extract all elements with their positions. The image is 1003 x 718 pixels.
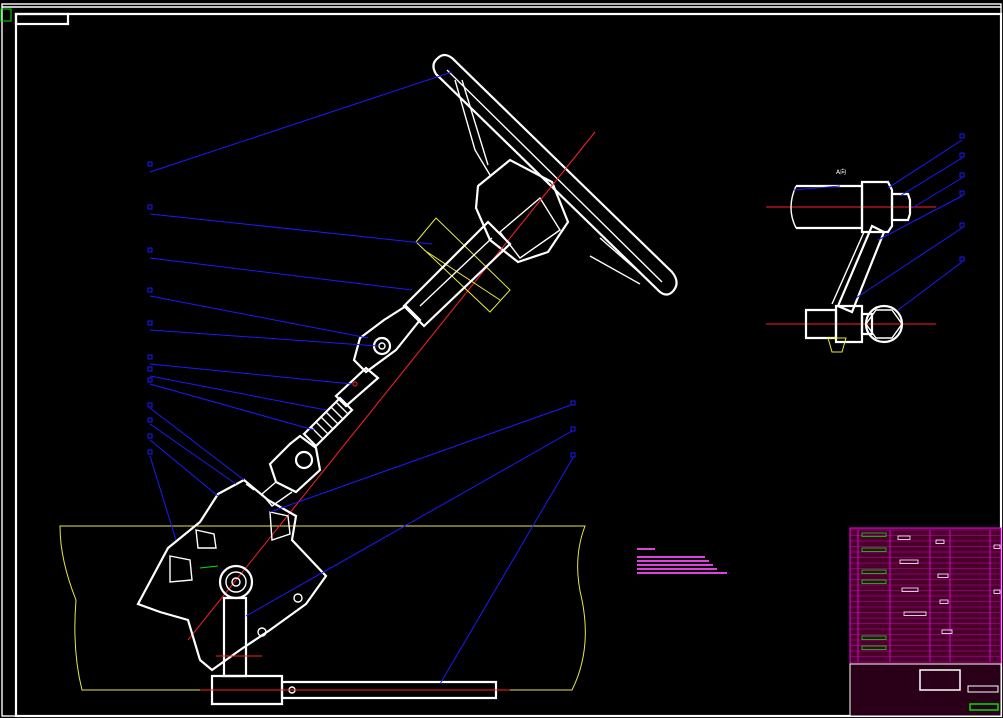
ucs-icon (0, 8, 12, 22)
detail-leader-lines (793, 133, 965, 311)
title-block-cell (903, 611, 927, 616)
title-block-cell (861, 579, 887, 584)
column-bracket (415, 217, 511, 313)
detail-view-a: A向 (766, 168, 936, 353)
title-block-cell (941, 629, 953, 634)
lower-universal-joint (261, 434, 322, 507)
title-block-cell (861, 569, 887, 574)
steering-wheel-hub (474, 158, 570, 264)
rubber-bellows-boot (302, 396, 354, 448)
left-leader-lines (149, 71, 453, 541)
intermediate-shaft (334, 366, 380, 408)
sector-shaft-housing (218, 564, 254, 600)
detail-view-label: A向 (836, 168, 846, 176)
steering-wheel-spokes (454, 79, 649, 285)
title-block (849, 527, 1002, 717)
drag-link (200, 674, 510, 706)
title-block-cell (939, 599, 949, 604)
sheet-frame (0, 3, 1003, 718)
steering-wheel (432, 53, 678, 296)
column-center-line (187, 131, 596, 641)
technical-notes (637, 548, 727, 574)
left-callout-tags (147, 161, 153, 455)
title-block-cell (861, 547, 887, 552)
title-block-cell (993, 589, 1001, 594)
title-block-cell (935, 539, 945, 544)
steering-wheel-rim (432, 53, 678, 296)
title-block-cell (861, 645, 887, 650)
title-block-cell (861, 532, 887, 537)
title-block-cell (937, 573, 949, 578)
steering-column-tube (402, 220, 512, 328)
title-block-cell (899, 559, 919, 564)
right-leader-lines (245, 403, 575, 685)
right-callout-tags (570, 400, 576, 458)
title-block-cell (901, 587, 919, 592)
title-block-cell (897, 535, 911, 540)
pitman-arm (216, 596, 262, 678)
title-block-cell (861, 635, 887, 640)
title-block-cell (993, 544, 1001, 549)
floor-section-outline (59, 525, 586, 691)
